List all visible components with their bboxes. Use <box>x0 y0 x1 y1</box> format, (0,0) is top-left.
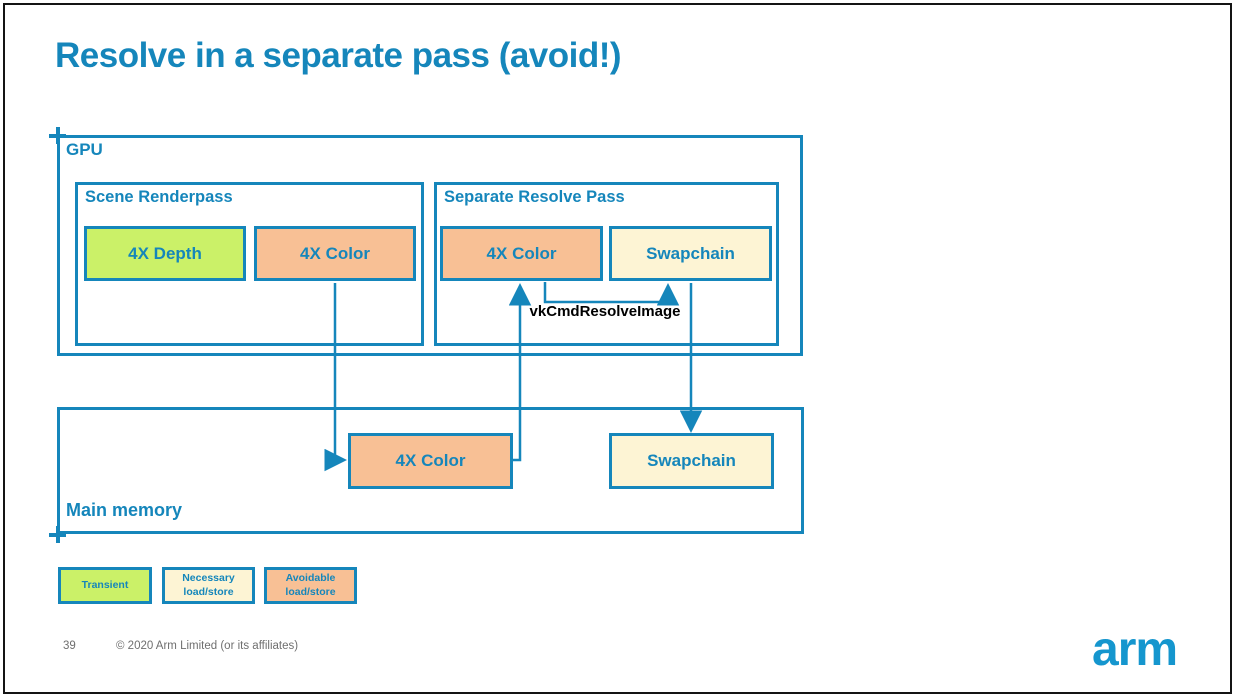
resolve-swapchain-cell: Swapchain <box>609 226 772 281</box>
slide-title: Resolve in a separate pass (avoid!) <box>55 36 622 75</box>
legend-transient: Transient <box>58 567 152 604</box>
scene-color-cell: 4X Color <box>254 226 416 281</box>
gpu-box <box>57 135 803 356</box>
arm-logo: arm <box>1092 623 1178 676</box>
memory-swapchain-label: Swapchain <box>647 451 736 470</box>
separate-resolve-pass-box <box>434 182 779 346</box>
scene-depth-cell: 4X Depth <box>84 226 246 281</box>
scene-renderpass-label: Scene Renderpass <box>85 188 233 206</box>
separate-resolve-pass-label: Separate Resolve Pass <box>444 188 625 206</box>
gpu-label: GPU <box>66 140 103 159</box>
anchor-cross-icon <box>49 127 66 144</box>
memory-swapchain-cell: Swapchain <box>609 433 774 489</box>
copyright-text: © 2020 Arm Limited (or its affiliates) <box>116 640 299 652</box>
legend-necessary-label: Necessary load/store <box>182 572 235 598</box>
memory-color-cell: 4X Color <box>348 433 513 489</box>
scene-renderpass-box <box>75 182 424 346</box>
main-memory-label: Main memory <box>66 500 183 520</box>
memory-color-label: 4X Color <box>395 451 466 470</box>
resolve-color-cell: 4X Color <box>440 226 603 281</box>
resolve-swapchain-label: Swapchain <box>646 243 735 263</box>
legend-avoidable: Avoidable load/store <box>264 567 357 604</box>
legend-necessary: Necessary load/store <box>162 567 255 604</box>
slide-border <box>3 3 1232 694</box>
resolve-color-label: 4X Color <box>486 243 557 263</box>
legend-avoidable-label: Avoidable load/store <box>285 572 336 598</box>
scene-depth-label: 4X Depth <box>128 243 202 263</box>
anchor-cross-icon <box>49 526 66 543</box>
main-memory-box <box>57 407 804 534</box>
scene-color-label: 4X Color <box>300 243 370 263</box>
page-number: 39 <box>63 640 76 652</box>
legend-transient-label: Transient <box>81 578 129 591</box>
resolve-call-label: vkCmdResolveImage <box>529 303 681 320</box>
